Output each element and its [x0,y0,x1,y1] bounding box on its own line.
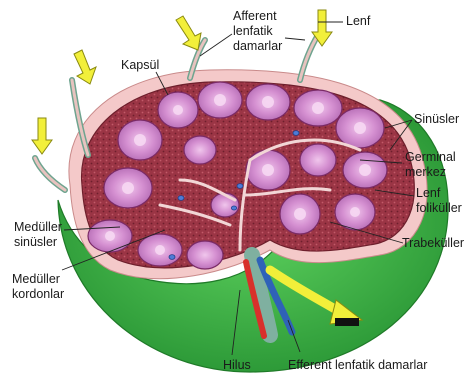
label-hilus: Hilus [223,358,251,373]
label-lenf-folikuller: Lenf foliküller [416,186,462,216]
label-afferent-lymph-vessels: Afferent lenfatik damarlar [233,9,282,54]
label-meduller-kordonlar: Medüller kordonlar [12,272,64,302]
label-efferent: Efferent lenfatik damarlar [288,358,427,373]
label-kapsul: Kapsül [121,58,159,73]
label-lenf: Lenf [346,14,370,29]
label-sinusler: Sinüsler [414,112,459,127]
label-germinal-merkez: Germinal merkez [405,150,456,180]
label-trabekuller: Trabeküller [402,236,464,251]
label-meduller-sinusler: Medüller sinüsler [14,220,62,250]
